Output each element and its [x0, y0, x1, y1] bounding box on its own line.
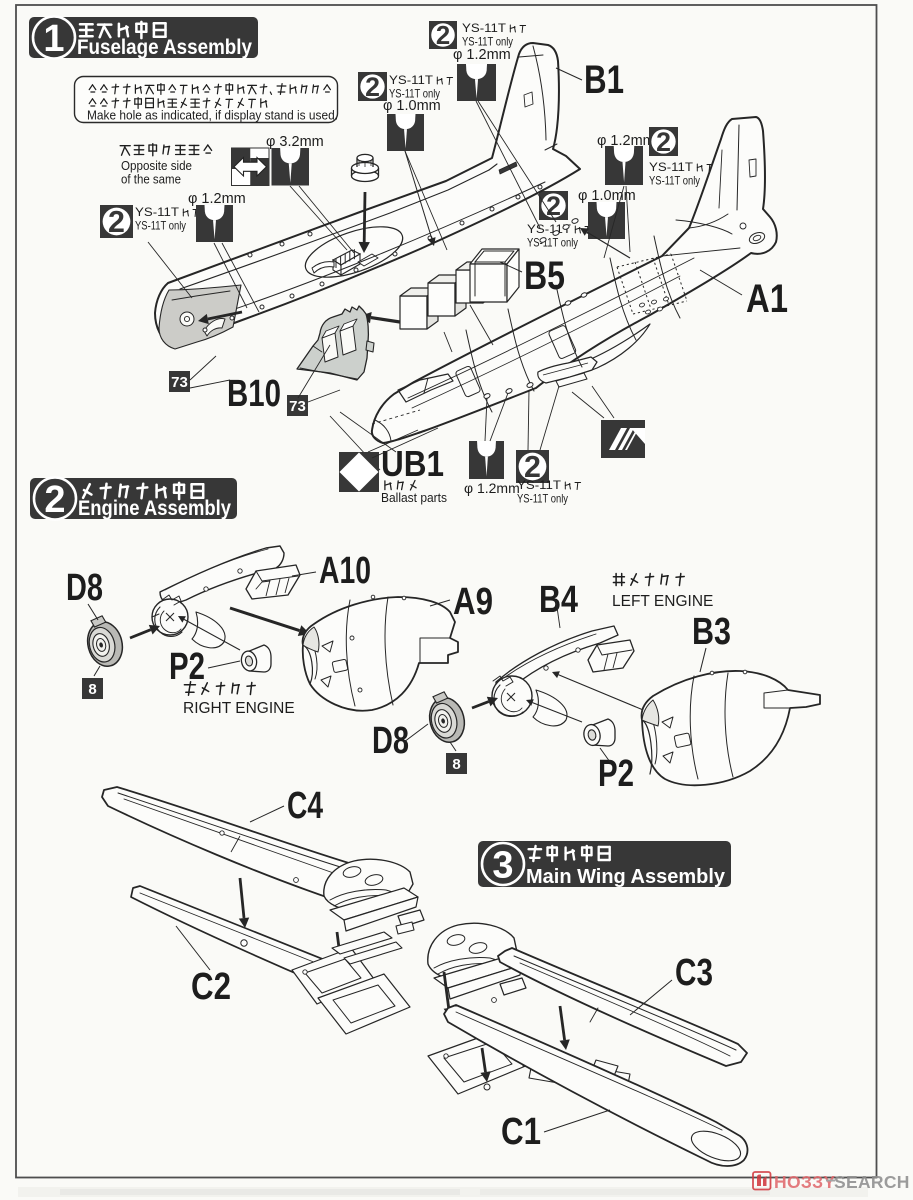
svg-text:2: 2 [546, 191, 561, 221]
svg-text:A1: A1 [746, 277, 788, 321]
svg-text:B5: B5 [524, 254, 565, 298]
svg-text:YS-11T: YS-11T [649, 160, 694, 174]
svg-text:YS-11T: YS-11T [135, 205, 180, 219]
svg-text:YS-11T: YS-11T [527, 222, 572, 236]
svg-text:Ballast parts: Ballast parts [381, 490, 447, 505]
svg-text:A9: A9 [453, 581, 493, 623]
svg-text:YS-11T only: YS-11T only [462, 35, 513, 49]
svg-text:φ 3.2mm: φ 3.2mm [266, 134, 324, 150]
svg-text:D8: D8 [66, 567, 103, 609]
svg-text:73: 73 [289, 398, 306, 415]
svg-text:φ 1.2mm: φ 1.2mm [597, 133, 655, 149]
svg-text:Opposite side: Opposite side [121, 158, 192, 173]
svg-text:YS-11T only: YS-11T only [649, 174, 700, 188]
svg-text:B1: B1 [584, 58, 624, 102]
svg-text:2: 2 [365, 72, 380, 102]
svg-text:1: 1 [43, 18, 64, 60]
svg-text:Engine Assembly: Engine Assembly [78, 496, 231, 520]
svg-text:C3: C3 [675, 952, 713, 994]
svg-text:3: 3 [492, 845, 513, 887]
svg-text:LEFT ENGINE: LEFT ENGINE [612, 593, 713, 610]
svg-text:8: 8 [452, 756, 460, 773]
svg-text:φ 1.2mm: φ 1.2mm [453, 47, 511, 63]
svg-text:φ 1.0mm: φ 1.0mm [383, 98, 441, 114]
svg-text:Make hole as indicated, if dis: Make hole as indicated, if display stand… [87, 108, 338, 123]
svg-text:P2: P2 [598, 753, 634, 795]
svg-text:2: 2 [108, 206, 125, 239]
svg-text:YS-11T only: YS-11T only [389, 87, 440, 101]
svg-text:C1: C1 [501, 1111, 541, 1153]
svg-text:YS-11T only: YS-11T only [135, 219, 186, 233]
svg-text:B10: B10 [227, 373, 281, 415]
svg-text:YS-11T: YS-11T [517, 478, 562, 492]
svg-text:73: 73 [171, 374, 188, 391]
svg-text:YS-11T only: YS-11T only [517, 492, 568, 506]
svg-text:B4: B4 [539, 579, 578, 621]
svg-text:2: 2 [524, 451, 541, 484]
svg-text:YS-11T only: YS-11T only [527, 236, 578, 250]
svg-text:8: 8 [88, 681, 96, 698]
svg-text:RIGHT ENGINE: RIGHT ENGINE [183, 700, 295, 717]
svg-text:φ 1.0mm: φ 1.0mm [578, 188, 636, 204]
svg-text:D8: D8 [372, 720, 409, 762]
svg-text:P2: P2 [169, 646, 205, 688]
svg-text:C2: C2 [191, 966, 231, 1008]
svg-text:YS-11T: YS-11T [462, 21, 507, 35]
svg-text:2: 2 [436, 22, 450, 50]
svg-text:A10: A10 [319, 550, 371, 592]
svg-text:B3: B3 [692, 611, 731, 653]
svg-text:φ 1.2mm: φ 1.2mm [464, 480, 520, 496]
svg-text:C4: C4 [287, 785, 323, 827]
svg-text:of the same: of the same [121, 172, 181, 187]
svg-text:Main Wing Assembly: Main Wing Assembly [526, 866, 726, 888]
svg-text:2: 2 [44, 479, 65, 521]
svg-text:Fuselage Assembly: Fuselage Assembly [77, 35, 252, 59]
svg-text:HOЗЗY: HOЗЗY [774, 1172, 835, 1192]
svg-text:φ 1.2mm: φ 1.2mm [188, 191, 246, 207]
svg-text:YS-11T: YS-11T [389, 73, 434, 87]
svg-text:UB1: UB1 [381, 443, 444, 484]
svg-text:2: 2 [656, 127, 671, 157]
svg-text:SEARCH: SEARCH [834, 1172, 910, 1192]
